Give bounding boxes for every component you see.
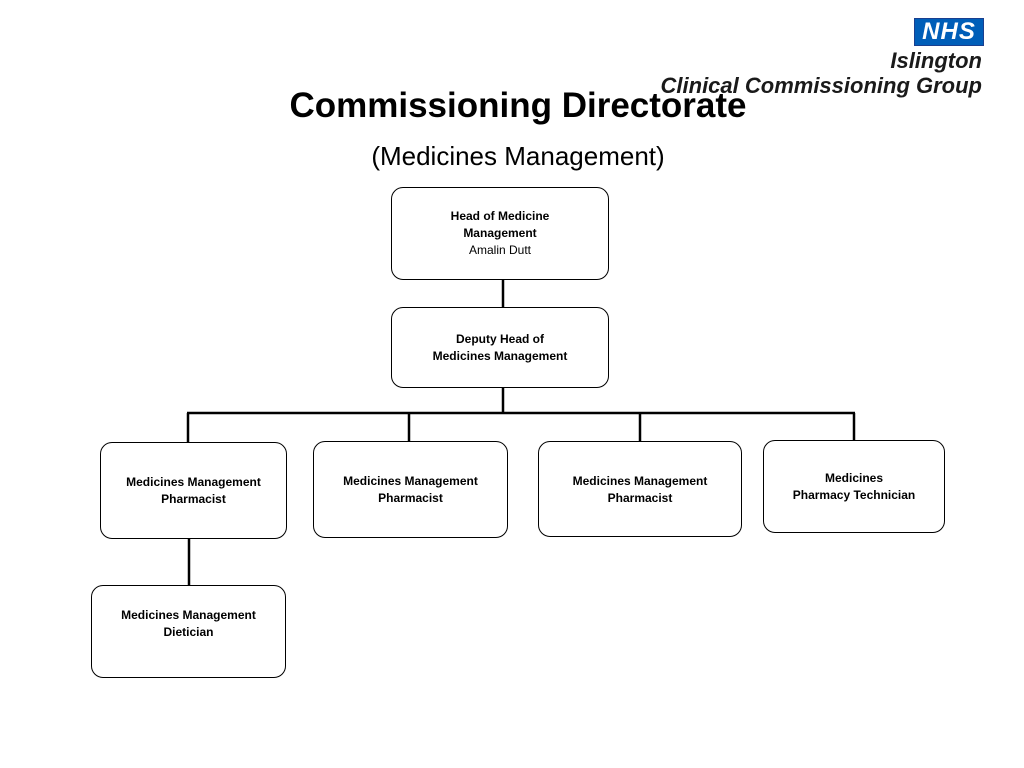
nhs-badge: NHS [914,18,984,46]
node-head-of-medicine-management: Head of Medicine Management Amalin Dutt [391,187,609,280]
node-title-line1: Medicines Management [126,474,261,489]
node-title-line1: Deputy Head of [455,331,544,346]
node-title-line1: Head of Medicine [450,209,550,223]
node-title-line1: Medicines Management [121,608,256,622]
node-person: Amalin Dutt [468,243,532,257]
org-group: Clinical Commissioning Group [660,73,982,98]
node-title-line2: Pharmacy Technician [792,488,916,502]
node-title-line1: Medicines Management [343,474,478,488]
node-pharmacist-1: Medicines Management Pharmacist [100,442,287,539]
node-title-line1: Medicines Management [572,474,708,488]
node-dietician: Medicines Management Dietician [91,585,286,678]
node-title-line2: Medicines Management [432,348,568,363]
node-title-line2: Dietician [163,625,214,639]
page-title: Commissioning Directorate [289,86,747,125]
node-pharmacist-2: Medicines Management Pharmacist [313,441,508,538]
node-title-line2: Pharmacist [378,491,443,505]
node-pharmacist-3: Medicines Management Pharmacist [538,441,742,537]
page-subtitle: (Medicines Management) [371,141,665,171]
node-title-line2: Pharmacist [607,491,673,505]
org-name: Islington [890,48,982,73]
nhs-logo: NHS Islington Clinical Commissioning Gro… [660,14,986,104]
node-title-line1: Medicines [824,471,884,485]
node-title-line2: Management [463,226,537,240]
node-title-line2: Pharmacist [161,491,226,506]
node-pharmacy-technician: Medicines Pharmacy Technician [763,440,945,533]
node-deputy-head: Deputy Head of Medicines Management [391,307,609,388]
